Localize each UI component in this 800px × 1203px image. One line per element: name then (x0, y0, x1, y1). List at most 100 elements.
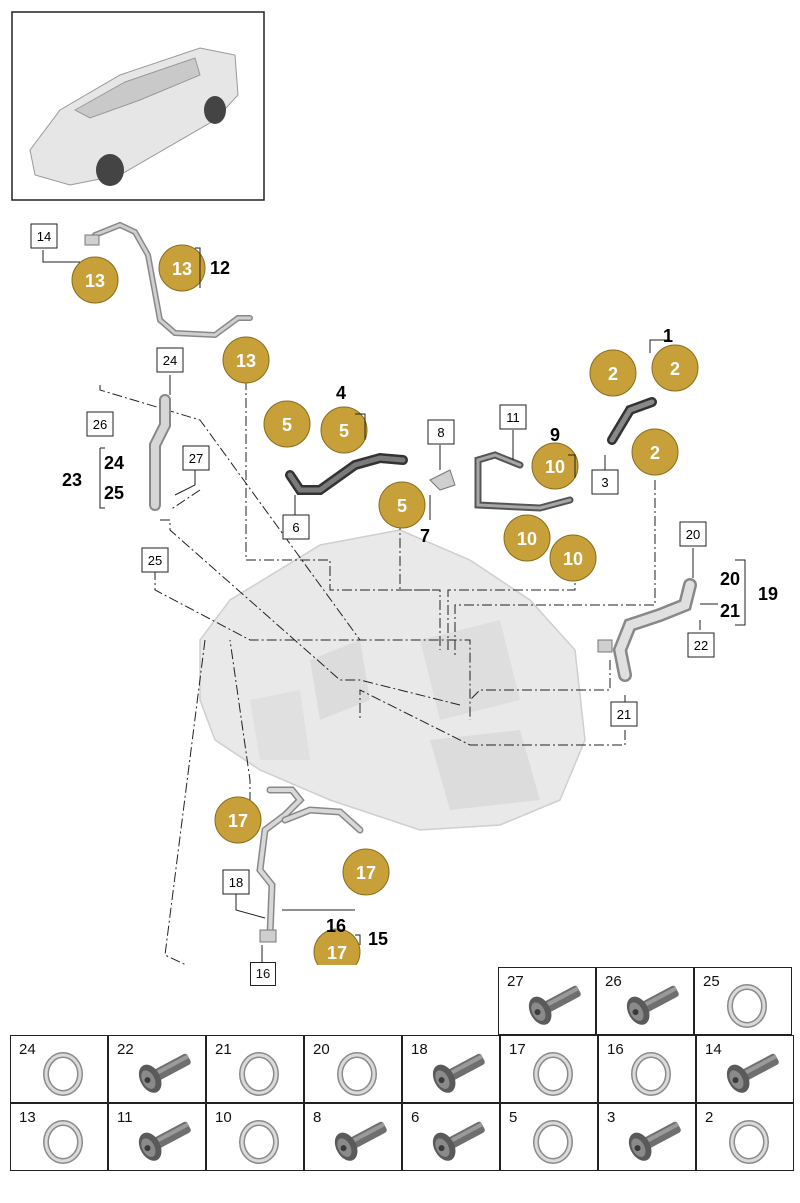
svg-text:24: 24 (163, 353, 177, 368)
seal-ring-icon (533, 1120, 573, 1164)
part-cell-10: 10 (206, 1103, 304, 1171)
group-numbers: 12 4 1 9 7 23 24 25 20 21 19 16 15 (62, 258, 778, 949)
box-20: 20 (679, 521, 707, 547)
badge-13c: 13 (222, 336, 270, 384)
part-cell-25: 25 (694, 967, 792, 1035)
box-18: 18 (222, 869, 250, 895)
svg-text:10: 10 (545, 457, 565, 477)
svg-text:21: 21 (720, 601, 740, 621)
part-number: 8 (313, 1109, 322, 1126)
svg-text:7: 7 (420, 526, 430, 546)
part-cell-18: 18 (402, 1035, 500, 1103)
svg-text:13: 13 (172, 259, 192, 279)
bolt-icon (138, 1121, 191, 1161)
svg-text:25: 25 (104, 483, 124, 503)
part-number: 24 (19, 1041, 36, 1058)
part-number: 10 (215, 1109, 232, 1126)
bolt-icon (334, 1121, 387, 1161)
bolt-icon (432, 1053, 485, 1093)
svg-text:22: 22 (694, 638, 708, 653)
svg-text:17: 17 (327, 943, 347, 963)
svg-text:27: 27 (189, 451, 203, 466)
svg-text:2: 2 (608, 364, 618, 384)
boxed-callouts: 14 24 26 27 25 6 8 11 3 20 22 21 18 (30, 223, 715, 895)
part-cell-11: 11 (108, 1103, 206, 1171)
part-cell-5: 5 (500, 1103, 598, 1171)
part-number: 22 (117, 1041, 134, 1058)
bolt-icon (628, 1121, 681, 1161)
box-11: 11 (499, 404, 527, 430)
part-number: 20 (313, 1041, 330, 1058)
seal-ring-icon (631, 1052, 671, 1096)
part-number: 17 (509, 1041, 526, 1058)
part-number: 13 (19, 1109, 36, 1126)
svg-text:12: 12 (210, 258, 230, 278)
badge-5b: 5 (320, 406, 368, 454)
part-cell-24: 24 (10, 1035, 108, 1103)
svg-text:9: 9 (550, 425, 560, 445)
svg-text:4: 4 (336, 383, 346, 403)
box-21: 21 (610, 701, 638, 727)
part-number: 21 (215, 1041, 232, 1058)
part-number: 6 (411, 1109, 420, 1126)
part-number: 26 (605, 973, 622, 990)
svg-text:15: 15 (368, 929, 388, 949)
box-25: 25 (141, 547, 169, 573)
svg-text:13: 13 (85, 271, 105, 291)
part-number: 3 (607, 1109, 616, 1126)
seal-ring-icon (239, 1052, 279, 1096)
seal-ring-icon (239, 1120, 279, 1164)
svg-text:6: 6 (292, 520, 299, 535)
badge-5a: 5 (263, 400, 311, 448)
svg-text:2: 2 (650, 443, 660, 463)
seal-ring-icon (727, 984, 767, 1028)
part-cell-2: 2 (696, 1103, 794, 1171)
part-cell-16: 16 (598, 1035, 696, 1103)
part-cell-21: 21 (206, 1035, 304, 1103)
svg-text:20: 20 (686, 527, 700, 542)
svg-text:21: 21 (617, 707, 631, 722)
svg-text:8: 8 (437, 425, 444, 440)
engine-block (199, 529, 586, 831)
svg-text:25: 25 (148, 553, 162, 568)
svg-text:14: 14 (37, 229, 51, 244)
part-number: 11 (117, 1109, 133, 1126)
svg-text:1: 1 (663, 326, 673, 346)
badge-17a: 17 (214, 796, 262, 844)
badge-10b: 10 (503, 514, 551, 562)
seal-ring-icon (533, 1052, 573, 1096)
svg-text:5: 5 (339, 421, 349, 441)
svg-text:26: 26 (93, 417, 107, 432)
badge-17c: 17 (313, 928, 361, 965)
box-22: 22 (687, 632, 715, 658)
svg-text:17: 17 (228, 811, 248, 831)
bolt-icon (726, 1053, 779, 1093)
badge-10a: 10 (531, 442, 579, 490)
svg-text:16: 16 (326, 916, 346, 936)
badge-2b: 2 (651, 344, 699, 392)
part-cell-20: 20 (304, 1035, 402, 1103)
seal-ring-icon (337, 1052, 377, 1096)
badge-13b: 13 (158, 244, 206, 292)
seal-ring-icon (43, 1052, 83, 1096)
pipes (92, 221, 697, 939)
part-cell-8: 8 (304, 1103, 402, 1171)
svg-text:19: 19 (758, 584, 778, 604)
svg-text:2: 2 (670, 359, 680, 379)
part-cell-14: 14 (696, 1035, 794, 1103)
svg-text:18: 18 (229, 875, 243, 890)
part-cell-6: 6 (402, 1103, 500, 1171)
svg-text:11: 11 (506, 410, 520, 425)
part-cell-26: 26 (596, 967, 694, 1035)
part-number: 14 (705, 1041, 722, 1058)
svg-text:20: 20 (720, 569, 740, 589)
box-16: 16 (250, 962, 276, 986)
badge-2c: 2 (631, 428, 679, 476)
box-26: 26 (86, 411, 114, 437)
exploded-diagram: 13 13 13 5 5 5 10 10 10 2 2 2 17 17 17 (11, 11, 778, 965)
box-8: 8 (427, 419, 455, 445)
part-cell-3: 3 (598, 1103, 696, 1171)
badge-17b: 17 (342, 848, 390, 896)
part-number: 2 (705, 1109, 714, 1126)
svg-text:24: 24 (104, 453, 124, 473)
